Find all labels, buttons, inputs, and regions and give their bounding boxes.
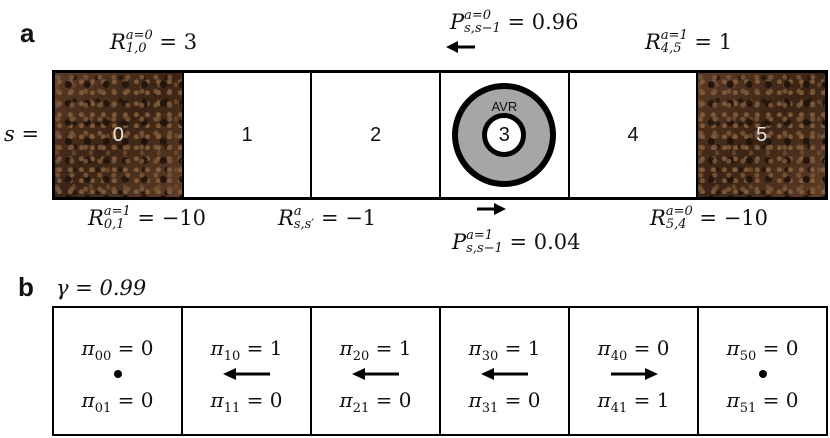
left-arrow-icon [351, 368, 399, 380]
policy-bottom-value: π21 = 0 [339, 388, 412, 416]
avr-label: AVR [491, 99, 518, 114]
policy-cell-3: π30 = 1 π31 = 0 [441, 308, 570, 434]
state-cell-0: 0 [55, 73, 184, 197]
stay-dot-icon [758, 370, 767, 378]
left-arrow-icon [222, 368, 270, 380]
avr-robot-icon: AVR 3 [452, 83, 557, 187]
policy-top-value: π20 = 1 [339, 336, 412, 364]
policy-bottom-value: π51 = 0 [726, 388, 799, 416]
state-cell-1: 1 [184, 73, 313, 197]
policy-top-value: π40 = 0 [597, 336, 670, 364]
stay-dot-icon [113, 370, 122, 378]
right-arrow-icon [610, 368, 658, 380]
policy-cell-2: π20 = 1 π21 = 0 [312, 308, 441, 434]
state-cell-4: 4 [570, 73, 699, 197]
state-prefix: s = [4, 122, 40, 146]
policy-top-value: π30 = 1 [468, 336, 541, 364]
policy-cell-5: π50 = 0 π51 = 0 [699, 308, 826, 434]
left-arrow-icon [480, 368, 528, 380]
policy-bottom-value: π31 = 0 [468, 388, 541, 416]
state-cell-3: AVR 3 [441, 73, 570, 197]
avr-state-number: 3 [482, 113, 527, 157]
policy-cell-4: π40 = 0 π41 = 1 [570, 308, 699, 434]
left-arrow-icon [446, 41, 475, 53]
policy-cell-0: π00 = 0 π01 = 0 [54, 308, 183, 434]
state-cell-5: 5 [698, 73, 826, 197]
action-0-label [446, 40, 480, 54]
policy-top-value: π50 = 0 [726, 336, 799, 364]
panel-a-letter: a [20, 18, 35, 48]
discount-factor-label: γ = 0.99 [56, 276, 147, 300]
action-1-label [472, 202, 506, 216]
policy-top-value: π00 = 0 [81, 336, 154, 364]
state-cell-2: 2 [312, 73, 442, 197]
right-arrow-icon [477, 203, 506, 215]
policy-cell-1: π10 = 1 π11 = 0 [183, 308, 312, 434]
panel-b-letter: b [18, 272, 34, 302]
policy-bottom-value: π11 = 0 [210, 388, 283, 416]
policy-bottom-value: π01 = 0 [81, 388, 154, 416]
policy-strip: π00 = 0 π01 = 0 π10 = 1 π11 = 0 π20 = 1 π21 =… [52, 306, 828, 436]
state-strip: 0 1 2 AVR 3 4 5 [52, 70, 828, 200]
policy-bottom-value: π41 = 1 [597, 388, 670, 416]
policy-top-value: π10 = 1 [210, 336, 283, 364]
